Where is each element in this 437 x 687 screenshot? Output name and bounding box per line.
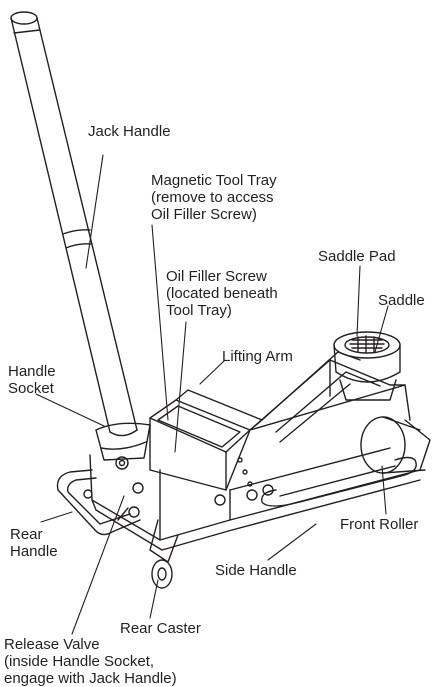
label-saddle-pad: Saddle Pad xyxy=(318,248,396,265)
chassis-drawing xyxy=(89,384,431,551)
leader-lines xyxy=(35,154,389,635)
label-rear-caster: Rear Caster xyxy=(120,620,201,637)
label-saddle: Saddle xyxy=(378,292,425,309)
saddle-drawing xyxy=(333,331,401,401)
label-lifting-arm: Lifting Arm xyxy=(222,348,293,365)
release-valve-drawing xyxy=(117,506,140,521)
label-oil-filler-screw: Oil Filler Screw (located beneath Tool T… xyxy=(166,268,278,319)
label-jack-handle: Jack Handle xyxy=(88,123,171,140)
jack-handle-drawing xyxy=(10,11,138,437)
label-release-valve: Release Valve (inside Handle Socket, eng… xyxy=(4,636,177,687)
label-handle-socket: Handle Socket xyxy=(8,363,56,397)
label-rear-handle: Rear Handle xyxy=(10,526,58,560)
rear-handle-drawing xyxy=(56,469,141,536)
label-magnetic-tool-tray: Magnetic Tool Tray (remove to access Oil… xyxy=(151,172,277,223)
lifting-arm-drawing xyxy=(249,351,406,443)
rear-caster-drawing xyxy=(149,519,179,589)
handle-socket-drawing xyxy=(95,422,151,470)
label-side-handle: Side Handle xyxy=(215,562,297,579)
side-handle-drawing xyxy=(261,456,417,507)
front-roller-drawing xyxy=(360,416,426,474)
label-front-roller: Front Roller xyxy=(340,516,419,533)
